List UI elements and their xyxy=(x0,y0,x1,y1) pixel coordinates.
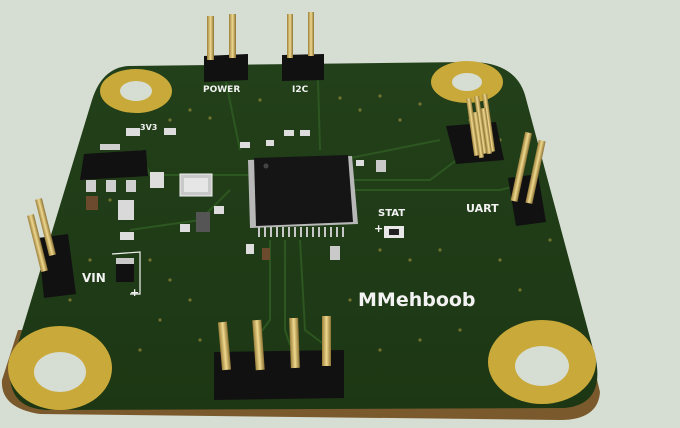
label-vin: VIN xyxy=(82,271,106,285)
label-vin-plus: + xyxy=(130,286,139,299)
vias xyxy=(68,94,552,352)
mounting-hole-top-right xyxy=(431,61,503,103)
mounting-hole-top-left xyxy=(100,69,172,113)
i2c-header xyxy=(282,12,324,81)
label-power: POWER xyxy=(203,85,240,95)
vin-header xyxy=(27,198,76,298)
ic-pins-bottom xyxy=(258,227,344,237)
label-stat: STAT xyxy=(378,208,405,219)
crystal-oscillator xyxy=(179,173,213,197)
passive-components xyxy=(86,128,386,282)
uart-header xyxy=(508,131,546,226)
voltage-regulator xyxy=(80,144,148,192)
vin-outline xyxy=(111,251,141,295)
power-header xyxy=(204,14,248,82)
bottom-header xyxy=(214,316,344,400)
label-stat-plus: + xyxy=(374,222,383,235)
microcontroller-ic xyxy=(248,155,358,228)
label-uart: UART xyxy=(466,202,499,215)
mounting-hole-bottom-right xyxy=(488,320,596,404)
label-author: MMehboob xyxy=(358,289,476,311)
label-3v3: 3V3 xyxy=(140,123,157,132)
mounting-hole-bottom-left xyxy=(8,326,112,410)
swd-header xyxy=(446,93,504,164)
status-led xyxy=(384,226,404,238)
pcb-board xyxy=(9,62,598,410)
label-i2c: I2C xyxy=(292,85,309,95)
